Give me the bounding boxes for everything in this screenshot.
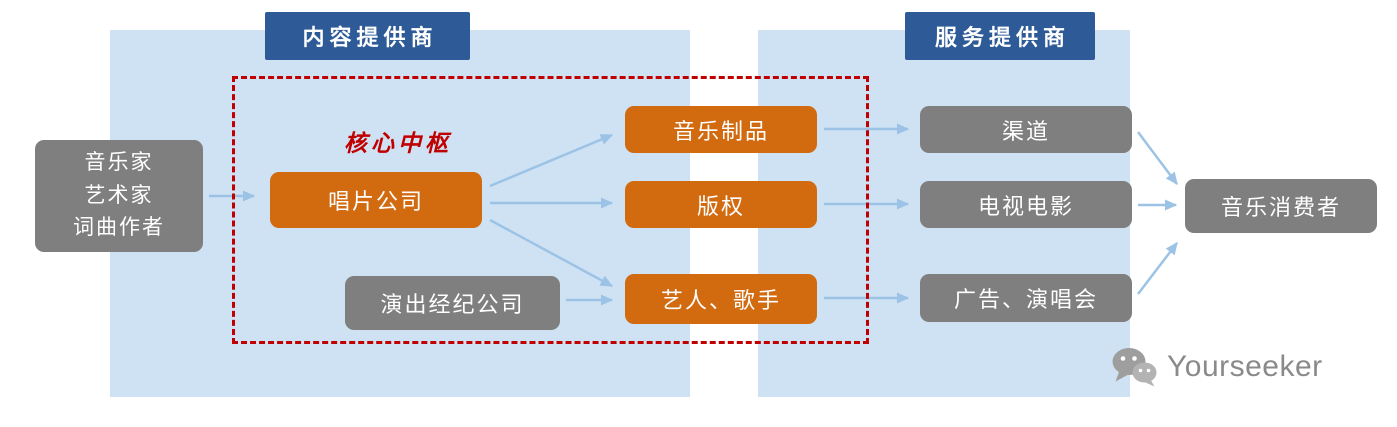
- creators-line-2: 艺术家: [84, 183, 154, 207]
- creators-line-1: 音乐家: [84, 151, 154, 175]
- node-music-consumers: 音乐消费者: [1185, 179, 1377, 233]
- content-provider-header: 内容提供商: [265, 12, 470, 60]
- watermark-text: Yourseeker: [1167, 350, 1323, 383]
- arrow-ads-to-consumer: [1137, 242, 1178, 295]
- node-channel: 渠道: [920, 106, 1132, 153]
- node-copyright: 版权: [625, 181, 817, 228]
- node-performance-agency: 演出经纪公司: [345, 276, 560, 330]
- watermark: Yourseeker: [1110, 346, 1323, 388]
- wechat-icon: [1112, 348, 1157, 387]
- node-creators: 音乐家 艺术家 词曲作者: [35, 140, 203, 252]
- node-record-company: 唱片公司: [270, 172, 482, 228]
- node-music-products: 音乐制品: [625, 106, 817, 153]
- node-tv-film: 电视电影: [920, 181, 1132, 228]
- core-hub-label: 核心中枢: [344, 130, 452, 156]
- node-artists-singers: 艺人、歌手: [625, 274, 817, 324]
- creators-line-3: 词曲作者: [73, 216, 165, 240]
- node-ads-concerts: 广告、演唱会: [920, 274, 1132, 322]
- service-provider-header: 服务提供商: [905, 12, 1095, 60]
- core-hub-outline: [232, 76, 869, 344]
- arrow-channel-to-consumer: [1137, 131, 1178, 185]
